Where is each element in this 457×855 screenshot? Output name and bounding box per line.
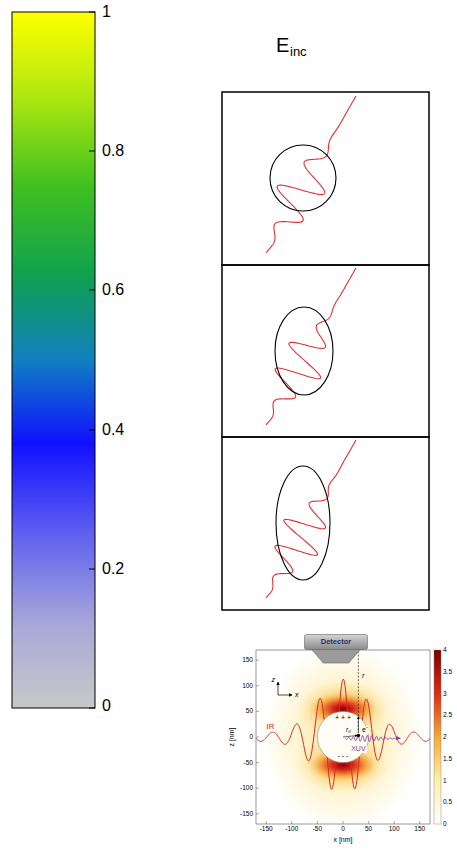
panel-frame bbox=[222, 92, 429, 265]
colorbar bbox=[434, 650, 441, 824]
tick-mark bbox=[256, 711, 259, 712]
tick-label: 1 bbox=[443, 777, 447, 784]
detector-body bbox=[305, 635, 368, 650]
tick-label: 150 bbox=[414, 825, 425, 832]
tick-label: 3.5 bbox=[443, 668, 452, 675]
axis-title: x [nm] bbox=[333, 836, 352, 844]
spheroid-outline bbox=[275, 307, 333, 395]
detector: Detector bbox=[304, 634, 368, 664]
tick-label: 0.5 bbox=[443, 799, 452, 806]
tick-label: -50 bbox=[313, 825, 322, 832]
tick-mark bbox=[89, 708, 95, 709]
axis-name: z bbox=[272, 676, 276, 684]
tick-label: 50 bbox=[365, 825, 372, 832]
field-hotspot bbox=[309, 749, 377, 781]
tick-mark bbox=[317, 821, 318, 824]
incident-pulse bbox=[266, 96, 356, 253]
tick-label: 0.6 bbox=[102, 281, 124, 299]
panel-frame bbox=[222, 265, 429, 437]
particle-label: e⁻ bbox=[361, 727, 369, 735]
field-hotspot bbox=[309, 693, 377, 725]
tick-label: 0 bbox=[102, 697, 111, 715]
distance-marker bbox=[343, 653, 358, 733]
charge-sign: - - - bbox=[338, 753, 349, 761]
r-vector bbox=[358, 717, 359, 733]
tick-label: -100 bbox=[285, 825, 298, 832]
beam-label: IR bbox=[265, 722, 275, 731]
vector-label: r bbox=[361, 671, 366, 679]
tick-mark bbox=[256, 685, 259, 686]
tick-mark bbox=[89, 569, 95, 570]
tick-label: 0 bbox=[249, 733, 253, 740]
axis-arrow bbox=[278, 695, 292, 696]
tick-label: 0.8 bbox=[102, 142, 124, 160]
charge-sign: + + + bbox=[335, 714, 351, 722]
tick-label: -50 bbox=[244, 759, 253, 766]
tick-mark bbox=[368, 821, 369, 824]
incident-pulse bbox=[266, 268, 356, 425]
tick-label: 0 bbox=[341, 825, 345, 832]
near-field-map bbox=[256, 650, 430, 824]
tick-mark bbox=[266, 821, 267, 824]
tick-label: 50 bbox=[246, 708, 253, 715]
spheroid-outline bbox=[276, 466, 330, 580]
tick-mark bbox=[256, 660, 259, 661]
title-symbol: E bbox=[276, 34, 289, 56]
tick-mark bbox=[89, 12, 95, 13]
incident-pulses bbox=[266, 96, 356, 598]
tick-mark bbox=[256, 762, 259, 763]
incident-pulse bbox=[266, 440, 356, 598]
field-map bbox=[263, 650, 423, 824]
tick-label: 2 bbox=[443, 733, 447, 740]
title-subscript: inc bbox=[290, 45, 307, 59]
axis-title: z [nm] bbox=[228, 727, 236, 746]
tick-mark bbox=[89, 151, 95, 152]
detector-cone bbox=[312, 650, 361, 664]
tick-label: -150 bbox=[260, 825, 273, 832]
tick-label: 4 bbox=[443, 646, 447, 653]
tick-label: 1 bbox=[102, 3, 111, 21]
tick-label: 100 bbox=[242, 682, 253, 689]
tick-label: 100 bbox=[389, 825, 400, 832]
ir-wave bbox=[256, 679, 430, 789]
tick-label: 3 bbox=[443, 690, 447, 697]
tick-label: -150 bbox=[240, 810, 253, 817]
tick-mark bbox=[89, 290, 95, 291]
xuv-wave bbox=[345, 736, 400, 742]
tick-mark bbox=[256, 788, 259, 789]
tick-label: 0 bbox=[443, 820, 447, 827]
electron bbox=[357, 734, 361, 738]
colorbar bbox=[12, 12, 95, 708]
tick-label: 150 bbox=[242, 657, 253, 664]
axis-arrow bbox=[278, 682, 279, 695]
tick-label: -100 bbox=[240, 785, 253, 792]
colorbar-ticks bbox=[89, 12, 95, 708]
tick-mark bbox=[89, 430, 95, 431]
axis-name: x bbox=[295, 691, 299, 699]
tick-label: 0.4 bbox=[102, 421, 124, 439]
plot-frame bbox=[256, 650, 430, 824]
sphere-outline bbox=[270, 145, 336, 211]
tick-label: 1.5 bbox=[443, 755, 452, 762]
beam-label: XUV bbox=[350, 745, 366, 753]
detector-label: Detector bbox=[304, 634, 368, 646]
tick-mark bbox=[291, 821, 292, 824]
tick-mark bbox=[394, 821, 395, 824]
axis-ticks bbox=[256, 660, 420, 824]
vector-label: r₀ bbox=[346, 726, 351, 733]
tick-mark bbox=[256, 813, 259, 814]
tick-label: 2.5 bbox=[443, 712, 452, 719]
nanosphere bbox=[317, 711, 368, 762]
tick-mark bbox=[256, 737, 259, 738]
r0-vector bbox=[343, 735, 357, 737]
tick-label: 0.2 bbox=[102, 560, 124, 578]
tick-mark bbox=[343, 821, 344, 824]
panel-frame bbox=[222, 437, 429, 610]
tick-mark bbox=[419, 821, 420, 824]
